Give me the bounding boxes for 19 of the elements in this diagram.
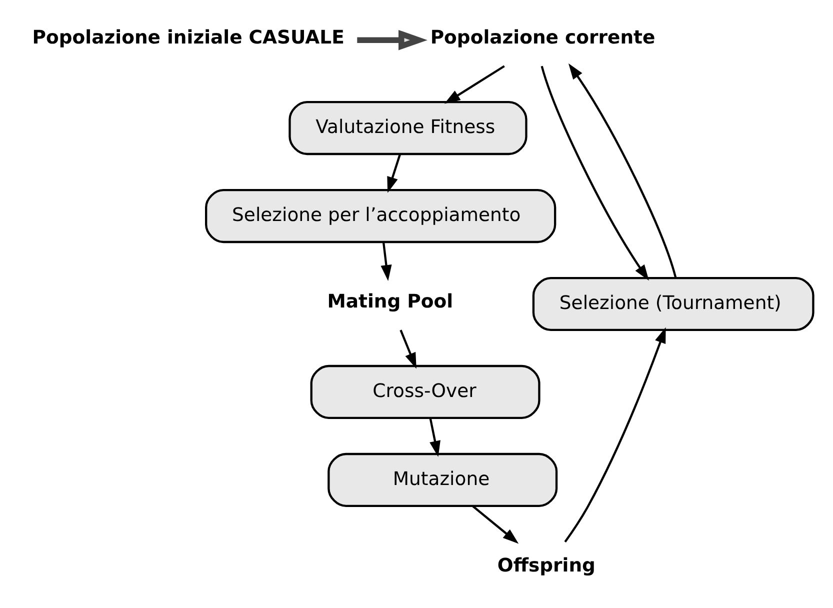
node-text: Mating Pool [326,291,453,312]
node-text: Popolazione iniziale CASUALE [32,28,344,49]
node-box: Selezione per l’accoppiamento [204,188,556,244]
arrow [568,63,676,278]
node-box: Selezione (Tournament) [532,276,814,332]
arrow [428,418,440,457]
node-box: Valutazione Fitness [288,101,527,156]
node-box: Mutazione [327,452,558,507]
node-box: Cross-Over [310,364,540,420]
arrow [399,330,416,369]
arrow [444,65,504,104]
arrow [386,154,401,193]
arrow [471,505,518,544]
node-text: Offspring [496,555,595,576]
node-text: Popolazione corrente [430,28,655,49]
arrow [380,242,392,281]
arrow [540,66,648,281]
arrow [564,327,666,542]
arrow [356,30,427,50]
